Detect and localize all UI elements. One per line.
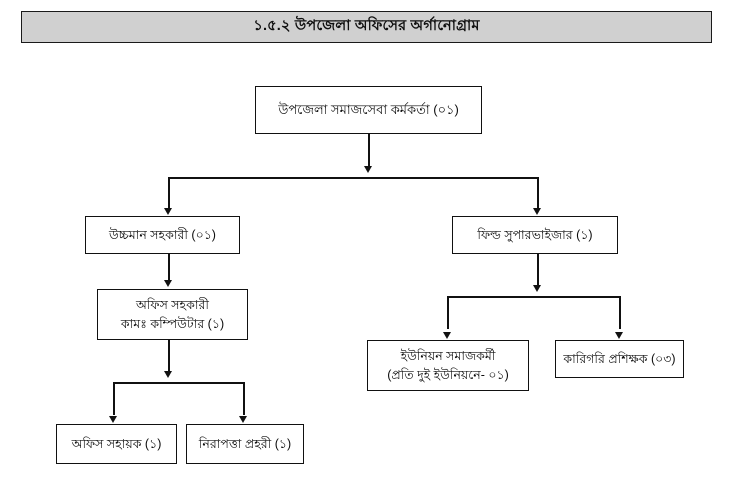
node-union-samajkarmi: ইউনিয়ন সমাজকর্মী (প্রতি দুই ইউনিয়নে- ০… bbox=[367, 340, 529, 391]
connector-arrow-to-nirapotta-prohori bbox=[238, 416, 247, 423]
connector-uso-stem bbox=[368, 134, 370, 168]
page-title: ১.৫.২ উপজেলা অফিসের অর্গানোগ্রাম bbox=[253, 18, 480, 34]
node-office-sohayok: অফিস সহায়ক (১) bbox=[56, 424, 177, 464]
connector-uso-to-field bbox=[537, 177, 539, 209]
node-nirapotta-prohori: নিরাপত্তা প্রহরী (১) bbox=[186, 424, 304, 464]
node-label-line: কারিগরি প্রশিক্ষক (০৩) bbox=[563, 351, 676, 366]
connector-ucchoman-to-office-assistant bbox=[168, 254, 170, 281]
connector-arrow-to-union bbox=[442, 332, 451, 339]
connector-arrow-to-ucchoman bbox=[163, 208, 172, 215]
connector-arrow-office-assistant-stem bbox=[163, 371, 172, 378]
connector-office-assistant-split-bar bbox=[113, 382, 244, 384]
connector-arrow-field-stem bbox=[532, 285, 541, 292]
connector-field-to-union bbox=[447, 296, 449, 329]
node-label-line: ফিল্ড সুপারভাইজার (১) bbox=[477, 227, 593, 242]
connector-to-nirapotta-prohori bbox=[243, 382, 245, 415]
connector-uso-split-bar bbox=[168, 177, 538, 179]
node-label-line: অফিস সহায়ক (১) bbox=[71, 436, 162, 451]
connector-arrow-to-office-sohayok bbox=[108, 416, 117, 423]
connector-field-split-bar bbox=[447, 296, 620, 298]
node-label-line: উচ্চমান সহকারী (০১) bbox=[109, 227, 216, 242]
connector-arrow-to-field bbox=[532, 208, 541, 215]
node-ucchoman-sohokari: উচ্চমান সহকারী (০১) bbox=[85, 216, 240, 254]
node-karigori-proshikkhok: কারিগরি প্রশিক্ষক (০৩) bbox=[555, 340, 684, 378]
connector-field-stem bbox=[537, 254, 539, 287]
node-label-line: অফিস সহকারী bbox=[136, 298, 209, 313]
connector-arrow-to-trainer bbox=[614, 332, 623, 339]
node-label-line: ইউনিয়ন সমাজকর্মী bbox=[400, 349, 496, 364]
node-label-line: নিরাপত্তা প্রহরী (১) bbox=[198, 436, 292, 451]
page-title-banner: ১.৫.২ উপজেলা অফিসের অর্গানোগ্রাম bbox=[21, 11, 712, 43]
connector-to-office-sohayok bbox=[113, 382, 115, 415]
node-label-line: (প্রতি দুই ইউনিয়নে- ০১) bbox=[387, 367, 509, 382]
node-office-assistant-cum-computer: অফিস সহকারী কামঃ কম্পিউটার (১) bbox=[97, 289, 248, 340]
connector-arrow-to-office-assistant bbox=[163, 280, 172, 287]
connector-arrow-uso-stem bbox=[363, 166, 372, 173]
node-label-line: উপজেলা সমাজসেবা কর্মকর্তা (০১) bbox=[278, 101, 459, 117]
node-label-line: কামঃ কম্পিউটার (১) bbox=[120, 316, 225, 331]
connector-uso-to-ucchoman bbox=[168, 177, 170, 209]
connector-office-assistant-stem bbox=[168, 340, 170, 373]
node-upazila-samajseba-karmakarta: উপজেলা সমাজসেবা কর্মকর্তা (০১) bbox=[255, 86, 482, 134]
connector-field-to-trainer bbox=[619, 296, 621, 329]
node-field-supervisor: ফিল্ড সুপারভাইজার (১) bbox=[452, 216, 618, 254]
